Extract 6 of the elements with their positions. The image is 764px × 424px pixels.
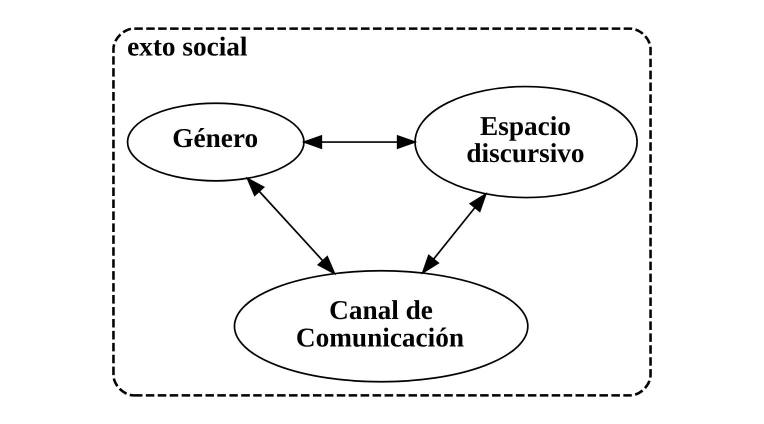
arrow [421,192,488,275]
arrow [246,176,336,276]
node-ellipse: Espacio discursivo [414,86,638,198]
node-ellipse: Género [126,102,305,182]
arrow [302,134,418,150]
node-ellipse: Canal de Comunicación [234,270,529,383]
